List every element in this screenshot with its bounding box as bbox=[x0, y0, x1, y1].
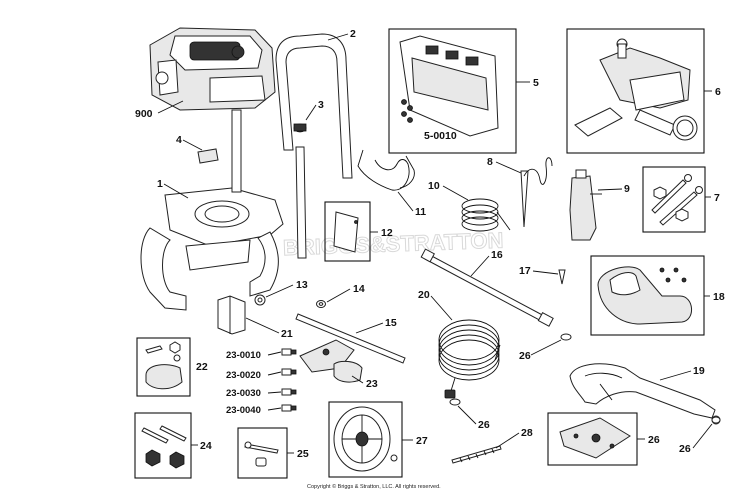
callout-2: 2 bbox=[350, 28, 356, 40]
box-27 bbox=[328, 401, 403, 478]
decal-sheet[interactable] bbox=[333, 211, 359, 253]
callout-26c: 26 bbox=[648, 434, 660, 446]
callout-9: 9 bbox=[624, 183, 630, 195]
box-5 bbox=[388, 28, 517, 154]
bolts-nuts[interactable] bbox=[651, 174, 703, 226]
callout-23: 23 bbox=[366, 378, 378, 390]
engine-icon[interactable] bbox=[149, 27, 276, 111]
callout-12: 12 bbox=[381, 227, 393, 239]
callout-11: 11 bbox=[415, 206, 426, 218]
washer-14[interactable] bbox=[316, 300, 326, 308]
callout-8: 8 bbox=[487, 156, 493, 168]
spray-lance[interactable] bbox=[420, 248, 554, 327]
callout-25: 25 bbox=[297, 448, 309, 460]
callout-26a: 26 bbox=[478, 419, 490, 431]
handle-lower-tube[interactable] bbox=[295, 146, 307, 259]
callout-1: 1 bbox=[157, 178, 163, 190]
callout-23-0040: 23-0040 bbox=[226, 405, 261, 416]
axle-bolt-kit[interactable] bbox=[141, 425, 187, 469]
callout-13: 13 bbox=[296, 279, 308, 291]
box-12 bbox=[324, 201, 371, 262]
plug-23-0020[interactable] bbox=[281, 368, 297, 376]
frame[interactable] bbox=[140, 109, 284, 311]
callout-5-0010: 5-0010 bbox=[424, 130, 457, 142]
foot-kit[interactable] bbox=[145, 341, 183, 390]
washer-13[interactable] bbox=[254, 294, 266, 306]
callout-17: 17 bbox=[519, 265, 531, 277]
callout-22: 22 bbox=[196, 361, 208, 373]
callout-19: 19 bbox=[693, 365, 705, 377]
o-ring-26a[interactable] bbox=[449, 398, 461, 406]
o-ring-26d[interactable] bbox=[711, 416, 721, 424]
siphon-hose[interactable] bbox=[461, 198, 511, 232]
callout-6: 6 bbox=[715, 86, 721, 98]
copyright-notice: Copyright © Briggs & Stratton, LLC. All … bbox=[307, 483, 441, 490]
control-panel[interactable] bbox=[399, 35, 499, 137]
callout-900: 900 bbox=[135, 108, 153, 120]
callout-5: 5 bbox=[533, 77, 539, 89]
box-22 bbox=[136, 337, 191, 397]
callout-16: 16 bbox=[491, 249, 503, 261]
callout-3: 3 bbox=[318, 99, 324, 111]
callout-15: 15 bbox=[385, 317, 397, 329]
plug-23-0030[interactable] bbox=[281, 388, 297, 396]
callout-10: 10 bbox=[428, 180, 440, 192]
callout-26d: 26 bbox=[679, 443, 691, 455]
label-decal[interactable] bbox=[197, 148, 219, 164]
bolt-28[interactable] bbox=[451, 445, 502, 464]
callout-21: 21 bbox=[281, 328, 293, 340]
box-7 bbox=[642, 166, 706, 233]
gun-holster[interactable] bbox=[597, 266, 692, 325]
hose-icon[interactable] bbox=[438, 319, 501, 399]
cap[interactable] bbox=[293, 123, 307, 133]
wire-bracket[interactable] bbox=[357, 149, 415, 191]
hose-bracket[interactable] bbox=[217, 295, 246, 335]
callout-18: 18 bbox=[713, 291, 725, 303]
callout-26b: 26 bbox=[519, 350, 531, 362]
plug-23-0010[interactable] bbox=[281, 348, 297, 356]
nozzle-kit[interactable] bbox=[299, 339, 363, 383]
pump-icon[interactable] bbox=[574, 38, 698, 141]
callout-14: 14 bbox=[353, 283, 365, 295]
axle[interactable] bbox=[295, 313, 406, 364]
watermark: BRIGGS&STRATTON bbox=[283, 228, 504, 261]
callout-23-0030: 23-0030 bbox=[226, 388, 261, 399]
detergent-tank[interactable] bbox=[569, 169, 602, 241]
callout-4: 4 bbox=[176, 134, 182, 146]
dipstick[interactable] bbox=[520, 157, 553, 228]
callout-24: 24 bbox=[200, 440, 212, 452]
o-ring-26b[interactable] bbox=[560, 333, 572, 341]
handle[interactable] bbox=[275, 33, 353, 179]
plug-23-0040[interactable] bbox=[281, 404, 297, 412]
wheel-icon[interactable] bbox=[333, 406, 398, 472]
box-25 bbox=[237, 427, 288, 479]
box-24 bbox=[134, 412, 192, 479]
pin[interactable] bbox=[558, 269, 566, 285]
box-18 bbox=[590, 255, 705, 336]
callout-28: 28 bbox=[521, 427, 533, 439]
callout-20: 20 bbox=[418, 289, 430, 301]
callout-23-0020: 23-0020 bbox=[226, 370, 261, 381]
callout-27: 27 bbox=[416, 435, 428, 447]
callout-23-0010: 23-0010 bbox=[226, 350, 261, 361]
callout-7: 7 bbox=[714, 192, 720, 204]
nozzle-holder[interactable] bbox=[559, 417, 631, 459]
bolt-kit-25[interactable] bbox=[244, 441, 279, 467]
